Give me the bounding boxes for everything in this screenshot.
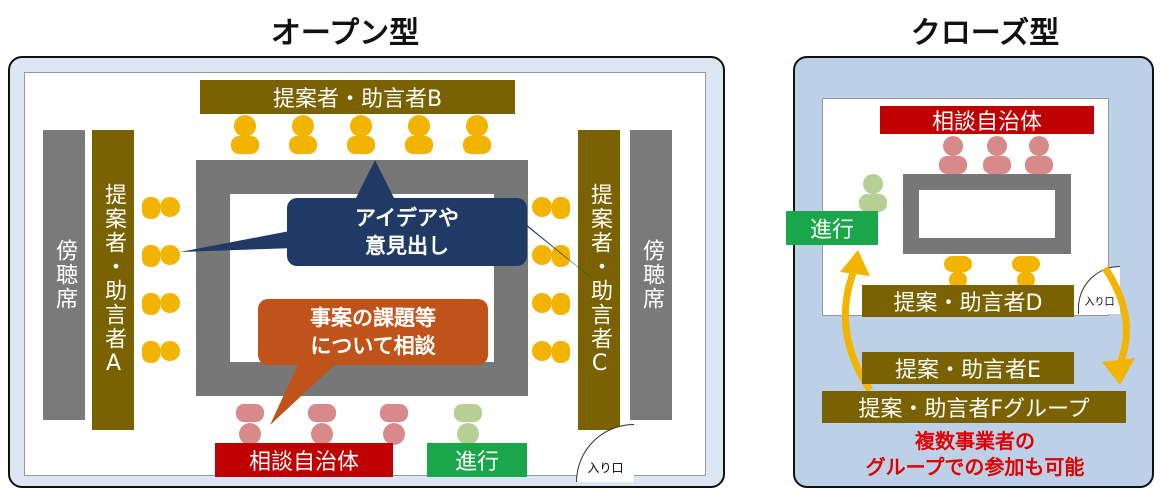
person-icon [231, 115, 259, 154]
person-icon [532, 197, 570, 219]
person-icon [289, 115, 317, 154]
person-icon [454, 404, 482, 445]
right-gallery: 傍聴席 [630, 130, 672, 420]
person-icon [532, 341, 570, 363]
facilitator-label: 進行 [427, 443, 527, 477]
closed-bottom-people [944, 256, 1040, 289]
person-icon [859, 174, 887, 212]
proposer-d-label: 提案・助言者D [862, 285, 1074, 317]
top-proposer-label: 提案者・助言者B [200, 80, 515, 114]
person-icon [1012, 256, 1040, 289]
person-icon [944, 256, 972, 289]
left-gallery: 傍聴席 [43, 130, 85, 420]
consulting-municipality-label: 相談自治体 [215, 443, 393, 477]
person-icon [939, 136, 967, 174]
person-icon [236, 404, 264, 445]
closed-table [903, 174, 1071, 254]
person-icon [142, 341, 180, 363]
left-people [142, 197, 180, 363]
person-icon [142, 197, 180, 219]
person-icon [532, 245, 570, 267]
closed-type-title: クローズ型 [910, 16, 1060, 51]
person-icon [983, 136, 1011, 174]
closed-top-people [939, 136, 1053, 174]
open-type-title: オープン型 [270, 16, 420, 51]
person-icon [532, 293, 570, 315]
closed-municipality-label: 相談自治体 [880, 106, 1094, 135]
person-icon [142, 293, 180, 315]
curved-arrow-icon [1102, 266, 1130, 370]
person-icon [142, 245, 180, 267]
closed-facilitator-label: 進行 [786, 211, 878, 245]
group-participation-note: 複数事業者の グループでの参加も可能 [865, 429, 1085, 479]
top-people [231, 115, 491, 154]
bottom-people [236, 404, 482, 445]
person-icon [463, 115, 491, 154]
closed-facilitator-person [859, 174, 887, 212]
ideas-bubble: アイデアや 意見出し [287, 198, 527, 266]
person-icon [1025, 136, 1053, 174]
consultation-bubble: 事案の課題等 について相談 [258, 299, 488, 365]
right-people [532, 197, 570, 363]
person-icon [308, 404, 336, 445]
person-icon [347, 115, 375, 154]
person-icon [405, 115, 433, 154]
proposer-e-label: 提案・助言者E [862, 352, 1074, 384]
proposer-f-group-label: 提案・助言者Fグループ [822, 391, 1126, 423]
right-proposer-label: 提案者・助言者C [578, 130, 620, 430]
person-icon [380, 404, 408, 445]
left-proposer-label: 提案者・助言者A [92, 130, 134, 430]
